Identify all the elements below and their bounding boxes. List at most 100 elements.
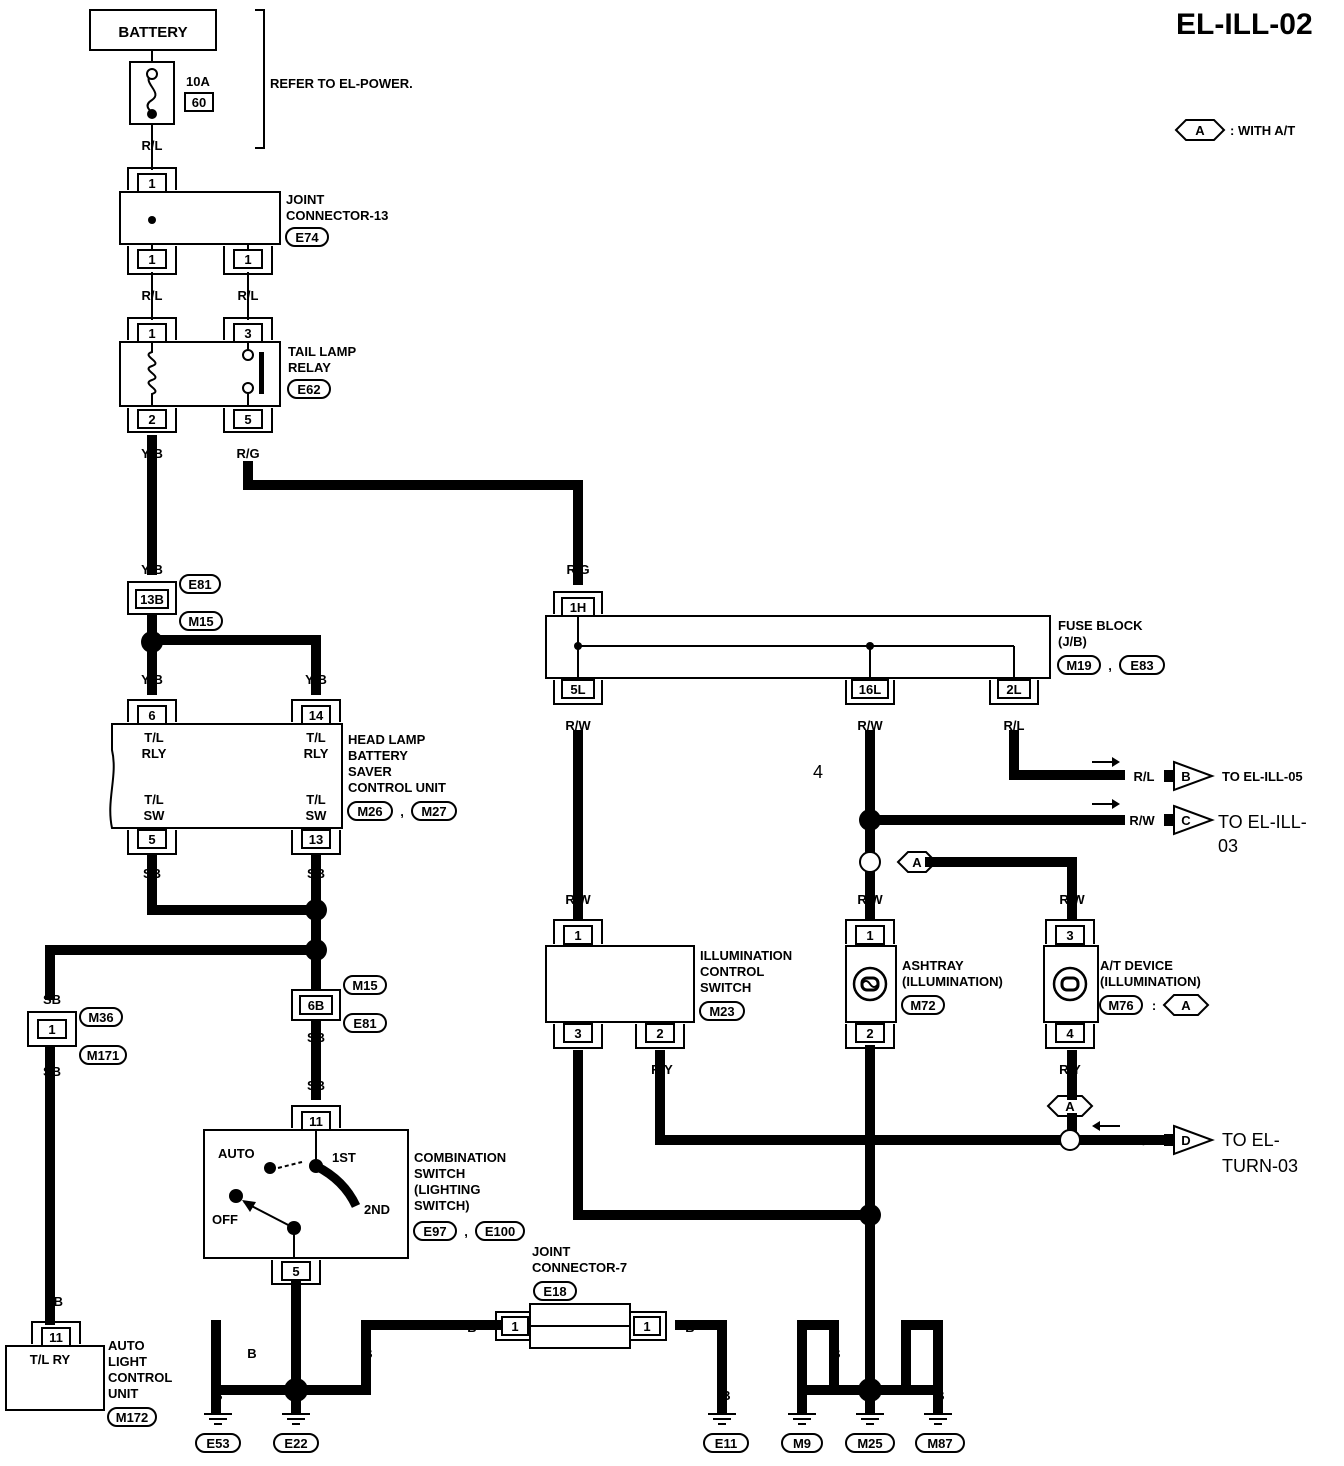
svg-text:D: D — [1181, 1133, 1190, 1148]
destination-c: R/W C TO EL-ILL- 03 — [1092, 799, 1307, 856]
connector-pin: 1 — [495, 1311, 530, 1341]
svg-text:TO EL-: TO EL- — [1222, 1130, 1280, 1150]
svg-text:1: 1 — [244, 252, 251, 267]
svg-text:RELAY: RELAY — [288, 360, 331, 375]
svg-text:R/Y: R/Y — [1133, 1133, 1155, 1148]
svg-text:M26: M26 — [357, 804, 382, 819]
battery-box — [89, 9, 217, 51]
svg-text:TURN-03: TURN-03 — [1222, 1156, 1298, 1176]
splice-icon — [859, 1204, 881, 1226]
ground-m87: M87 — [915, 1413, 965, 1453]
connector-pin: 5L — [553, 679, 603, 705]
svg-text:R/W: R/W — [565, 718, 591, 733]
svg-text:SWITCH): SWITCH) — [414, 1198, 470, 1213]
splice-icon — [305, 939, 327, 961]
connector-pin: 3 — [223, 317, 273, 343]
svg-text:SWITCH: SWITCH — [414, 1166, 465, 1181]
svg-text:3: 3 — [574, 1026, 581, 1041]
arrow-icon — [242, 1200, 256, 1212]
svg-text:5: 5 — [244, 412, 251, 427]
svg-text:SB: SB — [307, 1078, 325, 1093]
svg-text:(J/B): (J/B) — [1058, 634, 1087, 649]
connector-pin: 5 — [271, 1260, 321, 1285]
svg-text:R/W: R/W — [1059, 892, 1085, 907]
svg-text:2L: 2L — [1006, 682, 1021, 697]
svg-text:E81: E81 — [188, 577, 211, 592]
svg-text:UNIT: UNIT — [108, 1386, 138, 1401]
head-lamp-battery-saver: 6 14 5 13 T/L RLY T/L RLY T/L SW T/L SW … — [109, 699, 457, 961]
svg-text:M27: M27 — [421, 804, 446, 819]
svg-text:R/G: R/G — [236, 446, 259, 461]
svg-text:,: , — [464, 1224, 468, 1239]
svg-text:M15: M15 — [352, 978, 377, 993]
svg-text:A: A — [1181, 998, 1191, 1013]
ground-wire-labels: B B B B B B B B B B — [213, 1346, 944, 1403]
svg-text:5: 5 — [292, 1264, 299, 1279]
svg-text:R/W: R/W — [857, 892, 883, 907]
connector-6b: 6B M15 E81 SB SB — [291, 975, 387, 1093]
connector-pin: 1 — [630, 1311, 667, 1341]
ashtray-illumination: 1 2 ASHTRAY (ILLUMINATION) M72 B — [845, 919, 1003, 1077]
svg-text:14: 14 — [309, 708, 324, 723]
svg-text:FUSE BLOCK: FUSE BLOCK — [1058, 618, 1143, 633]
svg-text:,: , — [400, 804, 404, 819]
svg-text:E22: E22 — [284, 1436, 307, 1451]
relay-contact-icon — [259, 352, 264, 394]
svg-text:B: B — [831, 1346, 840, 1361]
connector-pin: 1 — [223, 246, 273, 275]
switch-arc-icon — [313, 1161, 361, 1209]
connector-pin: 3 — [553, 1023, 603, 1049]
fuse-block: R/G 1H 5L 16L 2L FUSE BLOCK (J/B) M19 , … — [545, 562, 1165, 733]
diagram-title: EL-ILL-02 — [1176, 8, 1313, 41]
svg-text:R/Y: R/Y — [1059, 1062, 1081, 1077]
svg-text:2ND: 2ND — [364, 1202, 390, 1217]
connector-pin: 5 — [127, 829, 177, 855]
svg-text:E100: E100 — [485, 1224, 515, 1239]
svg-text:R/L: R/L — [142, 138, 163, 153]
svg-text:CONTROL UNIT: CONTROL UNIT — [348, 780, 446, 795]
svg-text:B: B — [935, 1388, 944, 1403]
svg-text:16L: 16L — [859, 682, 881, 697]
svg-text:B: B — [797, 1388, 806, 1403]
svg-text:1: 1 — [574, 928, 581, 943]
svg-text:Y/B: Y/B — [141, 562, 163, 577]
relay-coil-icon — [147, 342, 157, 406]
offpage-arrow-icon — [1173, 760, 1215, 792]
svg-text:: WITH A/T: : WITH A/T — [1230, 123, 1295, 138]
svg-text:R/W: R/W — [857, 718, 883, 733]
svg-text:SWITCH: SWITCH — [700, 980, 751, 995]
connector-m36: SB 1 M36 M171 SB SB — [27, 992, 127, 1309]
stray-number: 4 — [813, 762, 823, 782]
svg-text:C: C — [1181, 813, 1191, 828]
svg-text::: : — [1152, 998, 1156, 1013]
svg-text:B: B — [573, 1062, 582, 1077]
svg-text:E11: E11 — [715, 1436, 737, 1451]
svg-text:2: 2 — [148, 412, 155, 427]
ground-e11: E11 — [703, 1413, 749, 1453]
svg-text:R/W: R/W — [1129, 813, 1155, 828]
svg-text:Y/B: Y/B — [141, 446, 163, 461]
splice-icon — [284, 1378, 308, 1402]
joint-connector-13: 1 1 1 JOINT CONNECTOR-13 E74 R/L R/L — [119, 167, 388, 303]
svg-text:1: 1 — [148, 252, 155, 267]
joint-connector-7: 1 1 JOINT CONNECTOR-7 E18 B B — [467, 1244, 695, 1349]
svg-text:TO EL-ILL-05: TO EL-ILL-05 — [1222, 769, 1303, 784]
svg-text:JOINT: JOINT — [532, 1244, 570, 1259]
svg-text:4: 4 — [1066, 1026, 1074, 1041]
open-splice-icon — [1059, 1129, 1081, 1151]
option-hexagon-icon — [1174, 119, 1226, 141]
svg-text:AUTO: AUTO — [108, 1338, 145, 1353]
svg-text:CONNECTOR-13: CONNECTOR-13 — [286, 208, 388, 223]
connector-pin: 1 — [553, 919, 603, 945]
svg-text:E18: E18 — [543, 1284, 566, 1299]
svg-text:Y/B: Y/B — [305, 672, 327, 687]
connector-pin: 4 — [1045, 1023, 1095, 1049]
svg-text:B: B — [363, 1346, 372, 1361]
svg-text:B: B — [247, 1346, 256, 1361]
svg-text:M36: M36 — [88, 1010, 113, 1025]
illumination-control-switch: R/W 1 3 2 ILLUMINATION CONTROL SWITCH M2… — [545, 892, 792, 1077]
svg-text:TO EL-ILL-: TO EL-ILL- — [1218, 812, 1307, 832]
ground-m9: M9 — [781, 1413, 823, 1453]
svg-text:(ILLUMINATION): (ILLUMINATION) — [902, 974, 1003, 989]
connector-pin: 1H — [553, 591, 603, 617]
